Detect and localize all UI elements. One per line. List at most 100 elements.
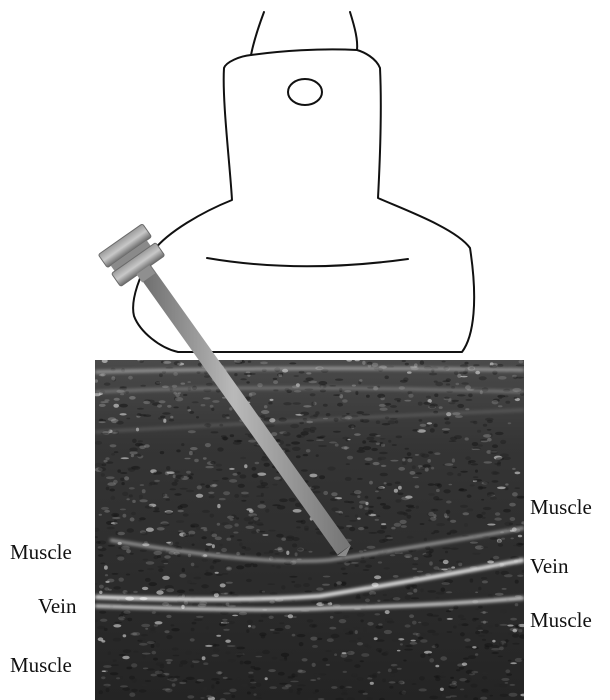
speckle-dot — [471, 684, 478, 688]
speckle-dot — [412, 683, 417, 685]
speckle-dot — [492, 480, 499, 483]
speckle-dot — [374, 613, 380, 615]
speckle-dot — [271, 565, 274, 567]
speckle-dot — [412, 621, 417, 625]
speckle-dot — [361, 419, 369, 423]
probe-body — [133, 49, 474, 352]
speckle-dot — [139, 595, 144, 597]
speckle-dot — [139, 689, 147, 692]
speckle-dot — [478, 606, 483, 609]
speckle-dot — [308, 577, 312, 580]
speckle-dot — [365, 512, 371, 516]
speckle-dot — [310, 393, 316, 396]
speckle-dot — [246, 579, 252, 582]
speckle-dot — [507, 625, 513, 627]
speckle-dot — [450, 520, 456, 523]
speckle-dot — [158, 568, 163, 572]
speckle-dot — [141, 684, 147, 686]
speckle-dot — [384, 482, 387, 484]
speckle-dot — [433, 514, 436, 518]
speckle-dot — [299, 642, 304, 646]
speckle-dot — [482, 517, 486, 519]
speckle-dot — [392, 444, 397, 446]
speckle-dot — [475, 592, 478, 594]
speckle-dot — [498, 405, 503, 407]
speckle-dot — [395, 410, 398, 412]
speckle-dot — [457, 374, 461, 378]
speckle-dot — [130, 517, 135, 521]
speckle-dot — [459, 666, 464, 670]
speckle-dot — [376, 639, 385, 641]
speckle-dot — [281, 538, 286, 541]
speckle-dot — [501, 678, 509, 681]
speckle-dot — [226, 678, 233, 680]
speckle-dot — [143, 401, 150, 404]
speckle-dot — [193, 659, 202, 661]
speckle-dot — [465, 680, 470, 683]
speckle-dot — [403, 660, 406, 662]
speckle-dot — [481, 546, 488, 548]
speckle-dot — [429, 405, 435, 409]
speckle-dot — [292, 543, 297, 547]
speckle-dot — [123, 611, 130, 614]
speckle-dot — [374, 575, 381, 579]
speckle-dot — [407, 515, 412, 519]
speckle-dot — [164, 555, 171, 558]
speckle-dot — [104, 510, 110, 513]
speckle-dot — [492, 400, 499, 404]
speckle-dot — [438, 618, 442, 622]
speckle-dot — [164, 563, 169, 565]
speckle-dot — [463, 658, 469, 660]
speckle-dot — [398, 467, 405, 471]
speckle-dot — [512, 468, 516, 470]
speckle-dot — [293, 402, 301, 405]
probe-marker-line — [207, 258, 408, 266]
speckle-dot — [228, 659, 236, 662]
speckle-dot — [94, 583, 97, 585]
speckle-dot — [318, 381, 327, 385]
speckle-dot — [275, 628, 284, 631]
speckle-dot — [222, 622, 228, 625]
speckle-dot — [280, 659, 287, 661]
speckle-dot — [518, 535, 522, 538]
speckle-dot — [138, 440, 143, 442]
speckle-dot — [153, 473, 156, 475]
speckle-dot — [357, 450, 365, 453]
speckle-dot — [286, 551, 289, 555]
speckle-dot — [391, 674, 395, 677]
speckle-dot — [116, 555, 124, 557]
speckle-dot — [126, 418, 130, 420]
speckle-dot — [278, 672, 285, 676]
speckle-dot — [394, 665, 402, 667]
speckle-dot — [210, 681, 217, 683]
speckle-dot — [133, 591, 138, 593]
speckle-dot — [120, 676, 123, 679]
speckle-dot — [156, 643, 159, 647]
speckle-dot — [210, 405, 214, 408]
speckle-dot — [375, 519, 379, 521]
speckle-dot — [456, 383, 460, 385]
speckle-dot — [381, 526, 387, 530]
speckle-dot — [281, 653, 289, 657]
speckle-dot — [172, 482, 178, 486]
speckle-dot — [420, 424, 427, 427]
speckle-dot — [468, 393, 472, 397]
speckle-dot — [211, 684, 214, 688]
speckle-dot — [256, 552, 261, 556]
speckle-dot — [358, 690, 365, 693]
speckle-dot — [261, 614, 268, 618]
speckle-dot — [145, 628, 148, 630]
speckle-dot — [361, 653, 369, 657]
speckle-dot — [480, 612, 488, 614]
speckle-dot — [497, 487, 506, 490]
speckle-dot — [334, 611, 342, 614]
speckle-dot — [420, 361, 424, 365]
speckle-dot — [417, 574, 422, 576]
speckle-dot — [436, 670, 444, 673]
speckle-dot — [388, 440, 391, 443]
speckle-dot — [445, 421, 451, 424]
speckle-dot — [420, 588, 423, 592]
speckle-dot — [301, 469, 308, 471]
speckle-dot — [440, 688, 444, 691]
speckle-dot — [147, 568, 154, 570]
